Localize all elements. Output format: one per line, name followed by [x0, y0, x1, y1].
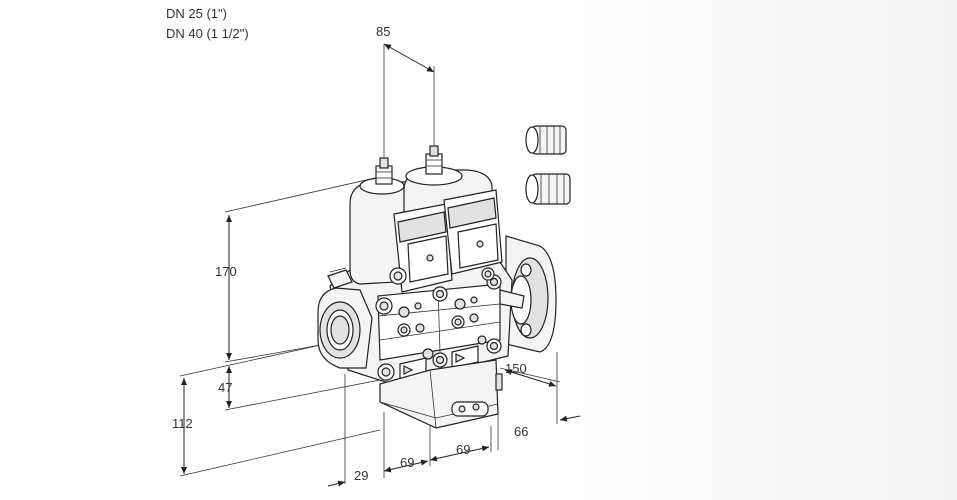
actuator-stem-left — [375, 157, 393, 185]
connector-plug-right — [443, 189, 503, 281]
dim-29: 29 — [354, 468, 368, 483]
dim-112: 112 — [172, 416, 193, 431]
cable-gland-top — [525, 125, 567, 155]
bolts — [375, 274, 502, 381]
spec-dn40: DN 40 (1 1/2") — [166, 26, 249, 41]
test-points — [397, 296, 479, 337]
dim-170: 170 — [215, 264, 237, 279]
cable-gland-bottom — [525, 173, 571, 205]
dim-69-a: 69 — [400, 455, 414, 470]
dim-85: 85 — [376, 24, 390, 39]
spec-dn25: DN 25 (1") — [166, 6, 227, 21]
dim-150: 150 — [505, 361, 527, 376]
connector-plug-left — [389, 203, 453, 293]
dim-69-b: 69 — [456, 442, 470, 457]
actuator-stem-right — [425, 145, 443, 175]
dim-66: 66 — [514, 424, 528, 439]
dim-47: 47 — [218, 380, 232, 395]
double-solenoid-valve — [317, 145, 557, 429]
